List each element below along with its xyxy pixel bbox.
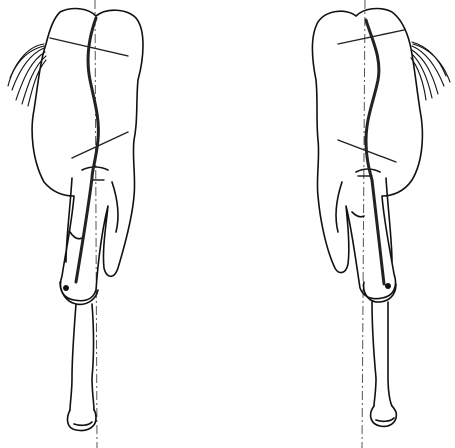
- left-hock-mark: [70, 232, 82, 239]
- left-horse-figure: [8, 0, 143, 448]
- right-hoof-sole: [376, 418, 394, 421]
- left-cannon-outer: [70, 304, 76, 410]
- left-tail-base-fold: [82, 167, 108, 170]
- left-plumb-line: [95, 0, 97, 448]
- left-tail: [8, 44, 46, 106]
- right-hock-mark: [352, 212, 364, 217]
- left-hoof-sole: [74, 422, 92, 425]
- right-horse-figure: [313, 0, 451, 448]
- left-hock-point: [63, 285, 69, 291]
- right-plumb-line: [362, 0, 365, 448]
- left-pelvis-line: [72, 132, 128, 158]
- right-cannon-inner: [388, 302, 392, 406]
- right-hock-point: [385, 283, 391, 289]
- left-cannon-inner: [92, 304, 94, 410]
- right-near-leg-crease: [336, 182, 342, 232]
- left-hoof: [68, 410, 96, 431]
- right-cannon-outer: [372, 302, 376, 406]
- left-near-leg-crease: [112, 182, 118, 232]
- right-hoof: [371, 406, 397, 426]
